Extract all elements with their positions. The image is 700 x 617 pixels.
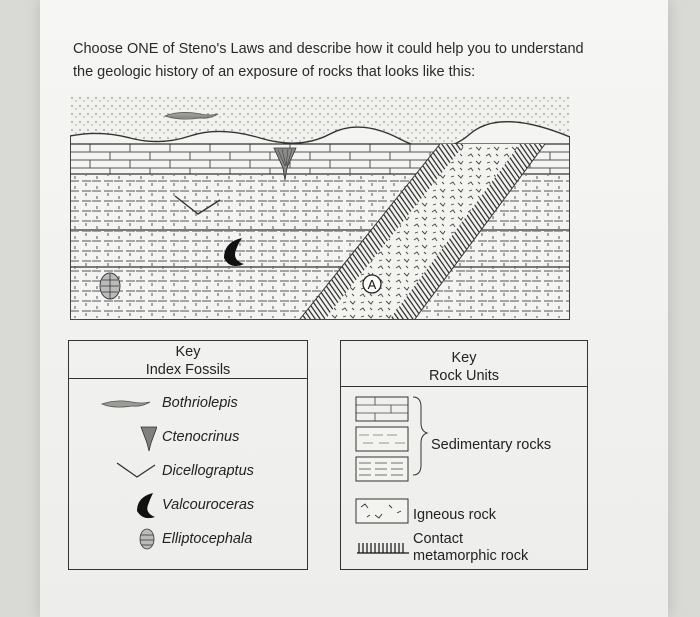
rock-units-key-header: Key Rock Units [341, 341, 587, 387]
dicellograptus-icon [116, 462, 156, 478]
ctenocrinus-icon [140, 426, 157, 452]
contact-zone-right [390, 144, 545, 319]
index-fossils-key-header: Key Index Fossils [69, 341, 307, 379]
elliptocephala-fossil [99, 272, 121, 300]
key-title: Key [451, 350, 477, 366]
key-subtitle: Index Fossils [145, 362, 231, 378]
contact-label-line-2: metamorphic rock [413, 548, 529, 564]
igneous-swatch [355, 498, 409, 524]
fossil-item-bothriolepis: Bothriolepis [69, 389, 307, 419]
fossil-item-ctenocrinus: Ctenocrinus [69, 423, 307, 453]
question-line-1: Choose ONE of Steno's Laws and describe … [73, 41, 584, 57]
valcouroceras-fossil [224, 238, 244, 266]
contact-label-line-1: Contact [413, 531, 463, 547]
bothriolepis-fossil [163, 112, 219, 120]
valcouroceras-icon [137, 493, 155, 519]
question-line-2: the geologic history of an exposure of r… [73, 64, 476, 80]
fossil-label: Elliptocephala [162, 531, 253, 547]
fossil-label: Bothriolepis [162, 395, 238, 411]
rock-exposure-diagram: A [70, 96, 570, 320]
svg-text:A: A [368, 277, 377, 292]
fossil-label: Ctenocrinus [162, 429, 240, 445]
fossil-label: Dicellograptus [162, 463, 254, 479]
rock-units-key: Key Rock Units Sedimentary rocks Igneous… [340, 340, 588, 570]
fossil-label: Valcouroceras [162, 497, 255, 513]
key-title: Key [175, 344, 201, 360]
fossil-item-valcouroceras: Valcouroceras [69, 491, 307, 521]
dicellograptus-fossil [174, 195, 221, 215]
igneous-label: Igneous rock [413, 507, 497, 523]
contact-zone-left [300, 144, 465, 319]
fossil-item-dicellograptus: Dicellograptus [69, 457, 307, 487]
sedimentary-label: Sedimentary rocks [431, 437, 552, 453]
fossil-item-elliptocephala: Elliptocephala [69, 525, 307, 555]
sedimentary-swatches [355, 396, 429, 482]
marker-a: A [362, 274, 382, 294]
elliptocephala-icon [139, 528, 155, 550]
soil-layer [70, 96, 570, 149]
shale-layer-middle [71, 231, 569, 267]
bothriolepis-icon [100, 400, 151, 408]
key-subtitle: Rock Units [428, 368, 500, 384]
question-text: Choose ONE of Steno's Laws and describe … [73, 38, 633, 84]
ctenocrinus-fossil [273, 147, 297, 181]
contact-metamorphic-swatch [357, 543, 409, 554]
index-fossils-key: Key Index Fossils Bothriolepis Ctenocrin… [68, 340, 308, 570]
